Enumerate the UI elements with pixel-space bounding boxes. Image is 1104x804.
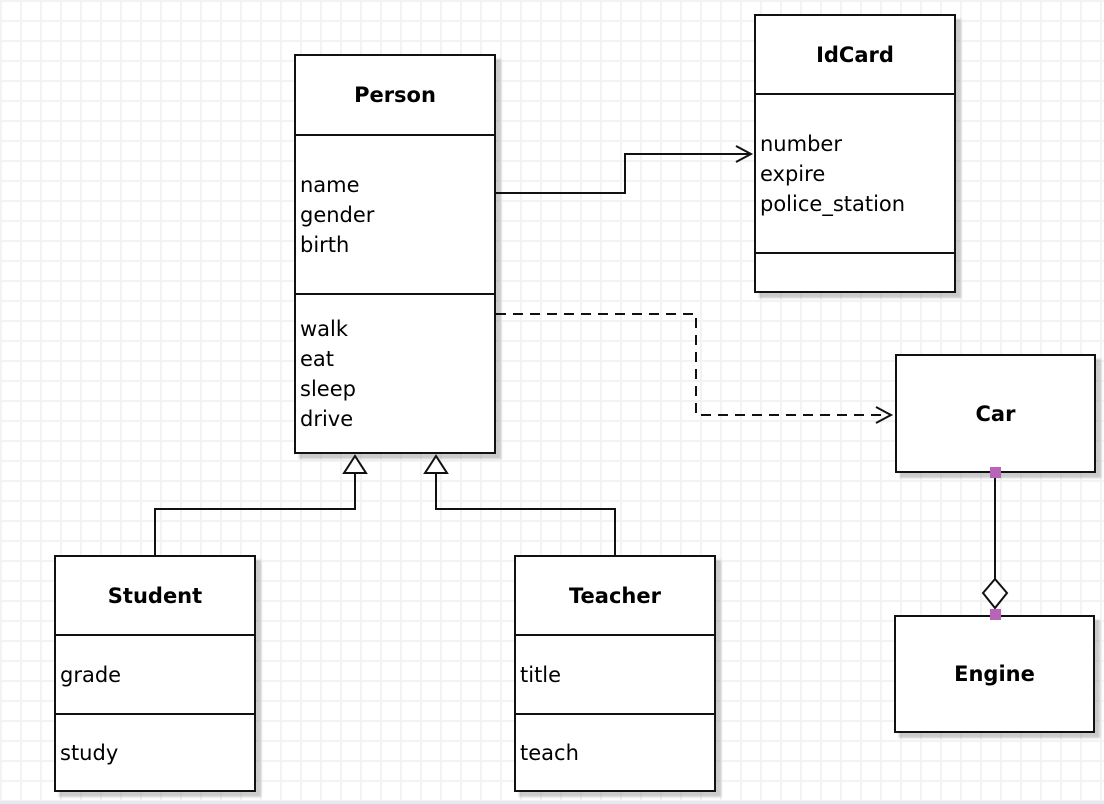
class-student-attributes: grade <box>56 634 254 713</box>
edge-generalization-teacher-person[interactable] <box>435 473 616 555</box>
class-teacher-attributes: title <box>516 634 714 713</box>
open-arrowhead-icon <box>735 145 754 163</box>
attribute: grade <box>60 662 122 687</box>
class-car-title: Car <box>975 401 1016 426</box>
class-car[interactable]: Car <box>895 354 1096 473</box>
class-teacher-title: Teacher <box>569 583 661 608</box>
class-person[interactable]: Person name gender birth walk eat sleep … <box>294 54 496 454</box>
attribute: birth <box>300 232 350 257</box>
edge-dependency-person-car[interactable] <box>496 313 888 416</box>
attribute: gender <box>300 202 375 227</box>
edge-generalization-student-person[interactable] <box>154 473 356 555</box>
attribute: title <box>520 662 562 687</box>
method: eat <box>300 346 335 371</box>
class-idcard-title: IdCard <box>816 42 894 67</box>
method: study <box>60 740 119 765</box>
open-arrowhead-icon <box>875 406 894 424</box>
method: teach <box>520 740 579 765</box>
aggregation-diamond-icon <box>981 577 1009 610</box>
class-idcard[interactable]: IdCard number expire police_station <box>754 14 956 293</box>
class-engine[interactable]: Engine <box>894 615 1095 733</box>
attribute: expire <box>760 161 826 186</box>
attribute: number <box>760 131 842 156</box>
class-teacher[interactable]: Teacher title teach <box>514 555 716 792</box>
method: sleep <box>300 376 356 401</box>
attribute: name <box>300 172 360 197</box>
generalization-triangle-icon <box>342 454 368 474</box>
class-student-title: Student <box>107 583 203 608</box>
class-idcard-methods <box>756 252 954 291</box>
edge-association-person-idcard[interactable] <box>496 153 750 194</box>
canvas-bottom-edge <box>0 801 1104 804</box>
class-engine-title: Engine <box>954 662 1035 686</box>
class-person-methods: walk eat sleep drive <box>296 293 494 452</box>
generalization-triangle-icon <box>423 454 449 474</box>
method: walk <box>300 316 349 341</box>
attribute: police_station <box>760 191 906 216</box>
method: drive <box>300 406 354 431</box>
class-person-attributes: name gender birth <box>296 134 494 293</box>
class-idcard-attributes: number expire police_station <box>756 93 954 252</box>
class-student[interactable]: Student grade study <box>54 555 256 792</box>
class-teacher-methods: teach <box>516 713 714 790</box>
class-student-methods: study <box>56 713 254 790</box>
class-person-title: Person <box>354 83 436 107</box>
